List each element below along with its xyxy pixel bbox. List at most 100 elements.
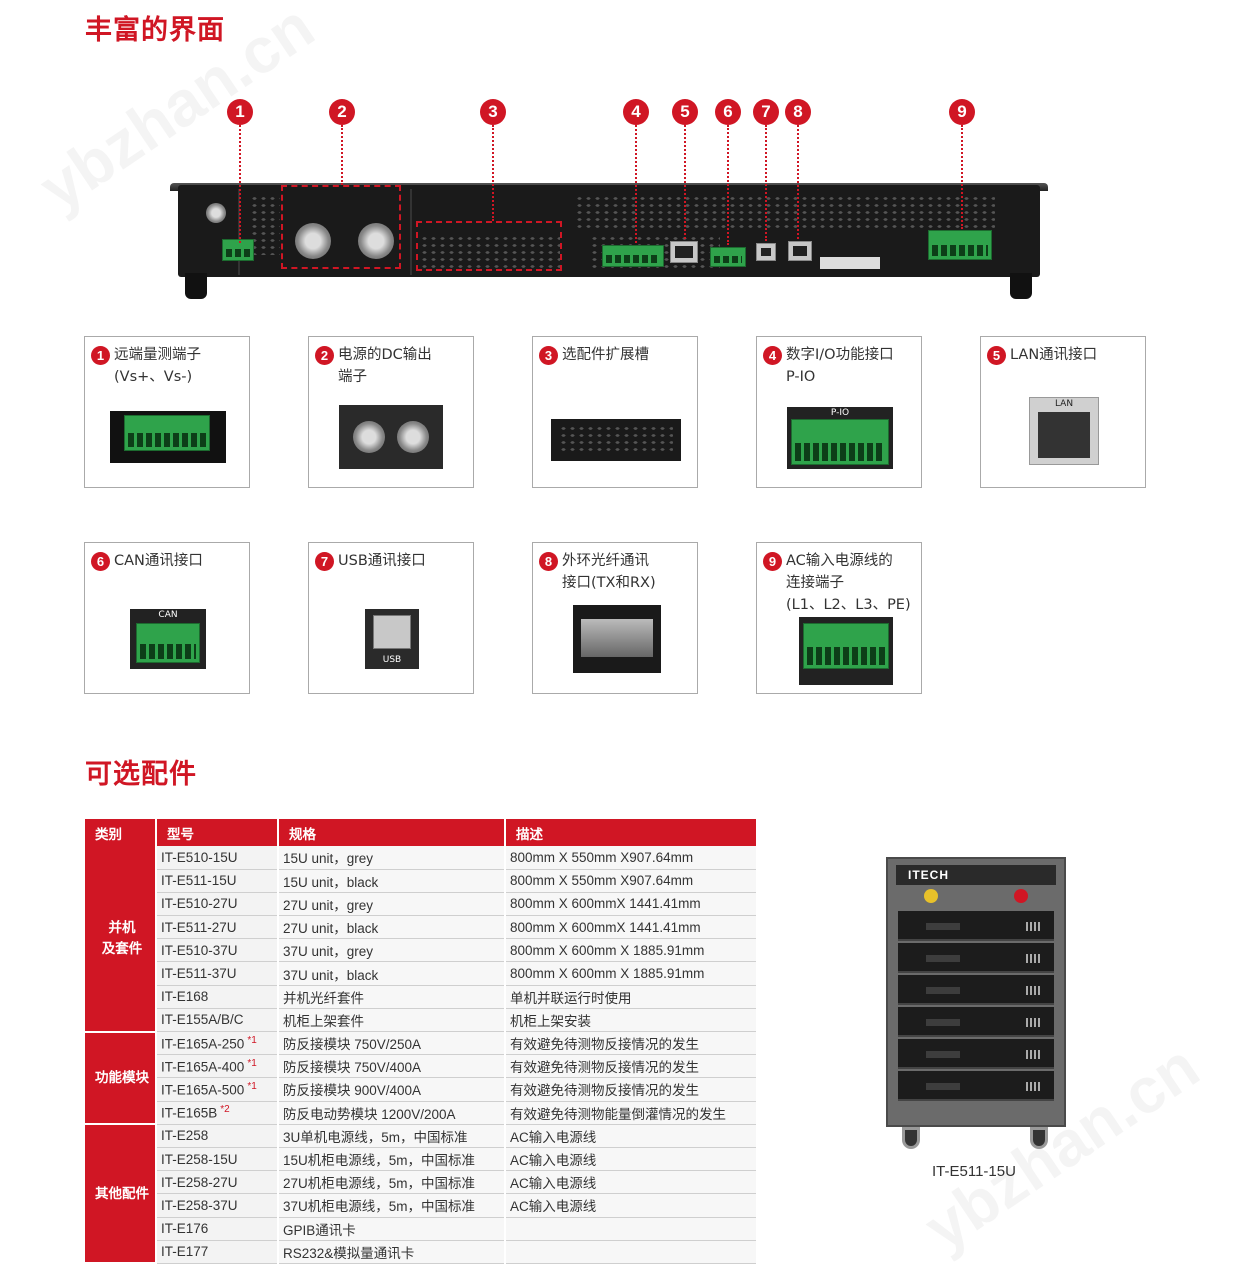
- category-cell: 功能模块: [85, 1031, 157, 1126]
- callout-badge: 4: [623, 99, 649, 125]
- card-label: 电源的DC输出 端子: [338, 347, 432, 385]
- callout-badge: 3: [480, 99, 506, 125]
- spec-cell: 27U unit，black: [278, 915, 506, 940]
- card-label: 外环光纤通讯 接口(TX和RX): [562, 553, 656, 591]
- model-text: IT-E177: [161, 1244, 209, 1260]
- model-cell: IT-E258-37U: [156, 1193, 279, 1218]
- model-text: IT-E165B: [161, 1105, 218, 1121]
- model-cell: IT-E168: [156, 985, 279, 1009]
- description-cell: 有效避免待测物能量倒灌情况的发生: [505, 1101, 758, 1125]
- card-number: 4: [763, 346, 782, 365]
- spec-cell: 防反接模块 750V/250A: [278, 1031, 506, 1056]
- callout-badge: 9: [949, 99, 975, 125]
- remote-sense-terminal-image: [110, 411, 226, 463]
- section-title-accessories: 可选配件: [85, 759, 197, 790]
- model-cell: IT-E258: [156, 1124, 279, 1148]
- description-cell: 单机并联运行时使用: [505, 985, 758, 1009]
- description-cell: AC输入电源线: [505, 1193, 758, 1218]
- description-cell: 800mm X 550mm X907.64mm: [505, 846, 758, 870]
- card-label: AC输入电源线的 连接端子 (L1、L2、L3、PE): [786, 553, 911, 613]
- model-cell: IT-E511-15U: [156, 869, 279, 893]
- model-text: IT-E165A-400: [161, 1059, 245, 1075]
- can-label: CAN: [158, 610, 178, 620]
- cabinet-caption: IT-E511-15U: [932, 1163, 1016, 1180]
- model-text: IT-E258-37U: [161, 1197, 238, 1213]
- card-number: 9: [763, 552, 782, 571]
- footnote-marker: *1: [247, 1058, 257, 1070]
- description-cell: AC输入电源线: [505, 1147, 758, 1172]
- card-number: 5: [987, 346, 1006, 365]
- description-cell: 有效避免待测物反接情况的发生: [505, 1031, 758, 1056]
- usb-port-image: USB: [365, 609, 419, 669]
- description-cell: 800mm X 550mm X907.64mm: [505, 869, 758, 893]
- lan-port-image: LAN: [1029, 397, 1099, 465]
- spec-cell: 15U unit，grey: [278, 846, 506, 870]
- description-cell: [505, 1240, 758, 1264]
- model-text: IT-E510-37U: [161, 942, 238, 958]
- description-cell: 800mm X 600mmX 1441.41mm: [505, 892, 758, 917]
- callout-badge: 2: [329, 99, 355, 125]
- spec-cell: GPIB通讯卡: [278, 1217, 506, 1241]
- callout-box-dc-output: [281, 185, 401, 269]
- footnote-marker: *2: [220, 1104, 230, 1116]
- category-cell: 并机 及套件: [85, 846, 157, 1033]
- card-label: 数字I/O功能接口 P-IO: [786, 347, 894, 385]
- dc-output-terminal-image: [339, 405, 443, 469]
- model-cell: IT-E510-37U: [156, 938, 279, 963]
- model-cell: IT-E176: [156, 1217, 279, 1241]
- model-cell: IT-E258-15U: [156, 1147, 279, 1172]
- model-text: IT-E258-15U: [161, 1151, 238, 1167]
- fiber-port-image: [573, 605, 661, 673]
- model-text: IT-E165A-250: [161, 1036, 245, 1052]
- card-label: CAN通讯接口: [114, 553, 203, 569]
- model-text: IT-E176: [161, 1221, 209, 1237]
- model-text: IT-E155A/B/C: [161, 1012, 244, 1028]
- card-number: 7: [315, 552, 334, 571]
- spec-cell: 防反接模块 900V/400A: [278, 1077, 506, 1102]
- model-text: IT-E511-37U: [161, 966, 237, 982]
- model-cell: IT-E510-15U: [156, 846, 279, 870]
- pio-label: P-IO: [830, 408, 850, 418]
- section-title-interfaces: 丰富的界面: [85, 15, 225, 46]
- model-text: IT-E510-27U: [161, 896, 238, 912]
- spec-cell: 37U unit，grey: [278, 938, 506, 963]
- spec-cell: 防反电动势模块 1200V/200A: [278, 1101, 506, 1125]
- model-cell: IT-E155A/B/C: [156, 1008, 279, 1033]
- callout-badge: 8: [785, 99, 811, 125]
- model-cell: IT-E165A-500*1: [156, 1077, 279, 1102]
- callout-badge: 1: [227, 99, 253, 125]
- can-terminal-image: CAN: [130, 609, 206, 669]
- model-text: IT-E511-15U: [161, 873, 237, 889]
- model-text: IT-E511-27U: [161, 919, 237, 935]
- description-cell: AC输入电源线: [505, 1170, 758, 1195]
- spec-cell: 27U unit，grey: [278, 892, 506, 917]
- description-cell: 800mm X 600mm X 1885.91mm: [505, 961, 758, 986]
- description-cell: 机柜上架安装: [505, 1008, 758, 1033]
- card-number: 2: [315, 346, 334, 365]
- callout-badge: 7: [753, 99, 779, 125]
- description-cell: 800mm X 600mm X 1885.91mm: [505, 938, 758, 963]
- option-slot-image: [551, 419, 681, 461]
- spec-cell: 27U机柜电源线，5m，中国标准: [278, 1170, 506, 1195]
- table-row: IT-E176 GPIB通讯卡: [85, 1217, 758, 1241]
- description-cell: AC输入电源线: [505, 1124, 758, 1148]
- model-cell: IT-E177: [156, 1240, 279, 1264]
- model-text: IT-E165A-500: [161, 1082, 245, 1098]
- cabinet-image: ITECH: [886, 857, 1066, 1127]
